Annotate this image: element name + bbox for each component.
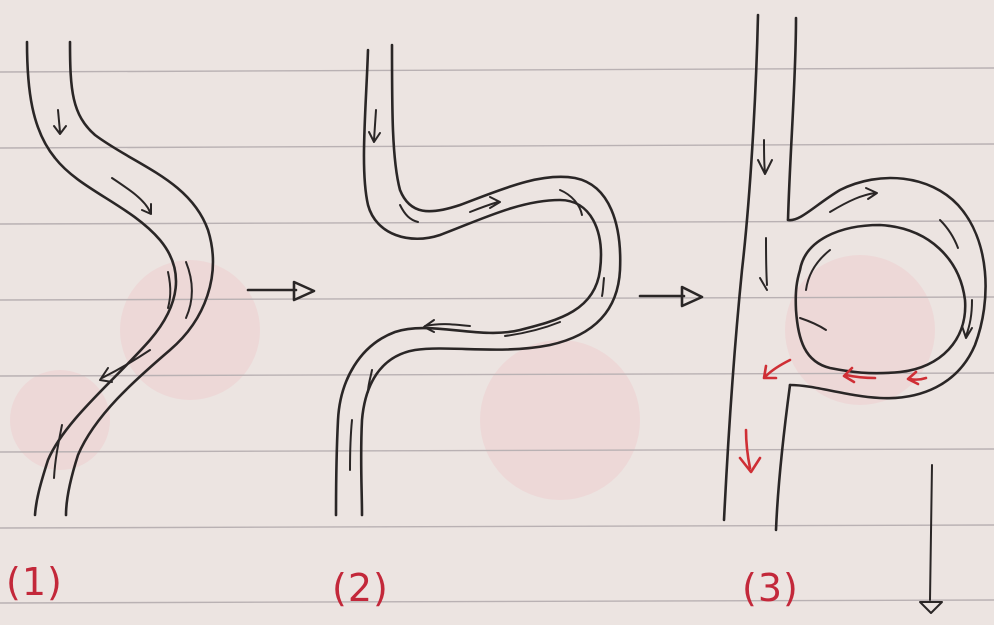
stage-1-channel (25, 40, 215, 517)
paper-watermark (10, 255, 935, 500)
ruled-lines (0, 67, 994, 604)
arrow-down-icon (919, 464, 943, 614)
stage-label-3: (3) (742, 566, 799, 610)
stage-label-1: (1) (6, 560, 63, 604)
arrow-right-icon (246, 280, 316, 302)
stage-3-channel (722, 13, 987, 532)
arrow-right-icon (638, 285, 704, 308)
stage-2-channel (334, 43, 622, 517)
stage-label-2: (2) (332, 566, 389, 610)
